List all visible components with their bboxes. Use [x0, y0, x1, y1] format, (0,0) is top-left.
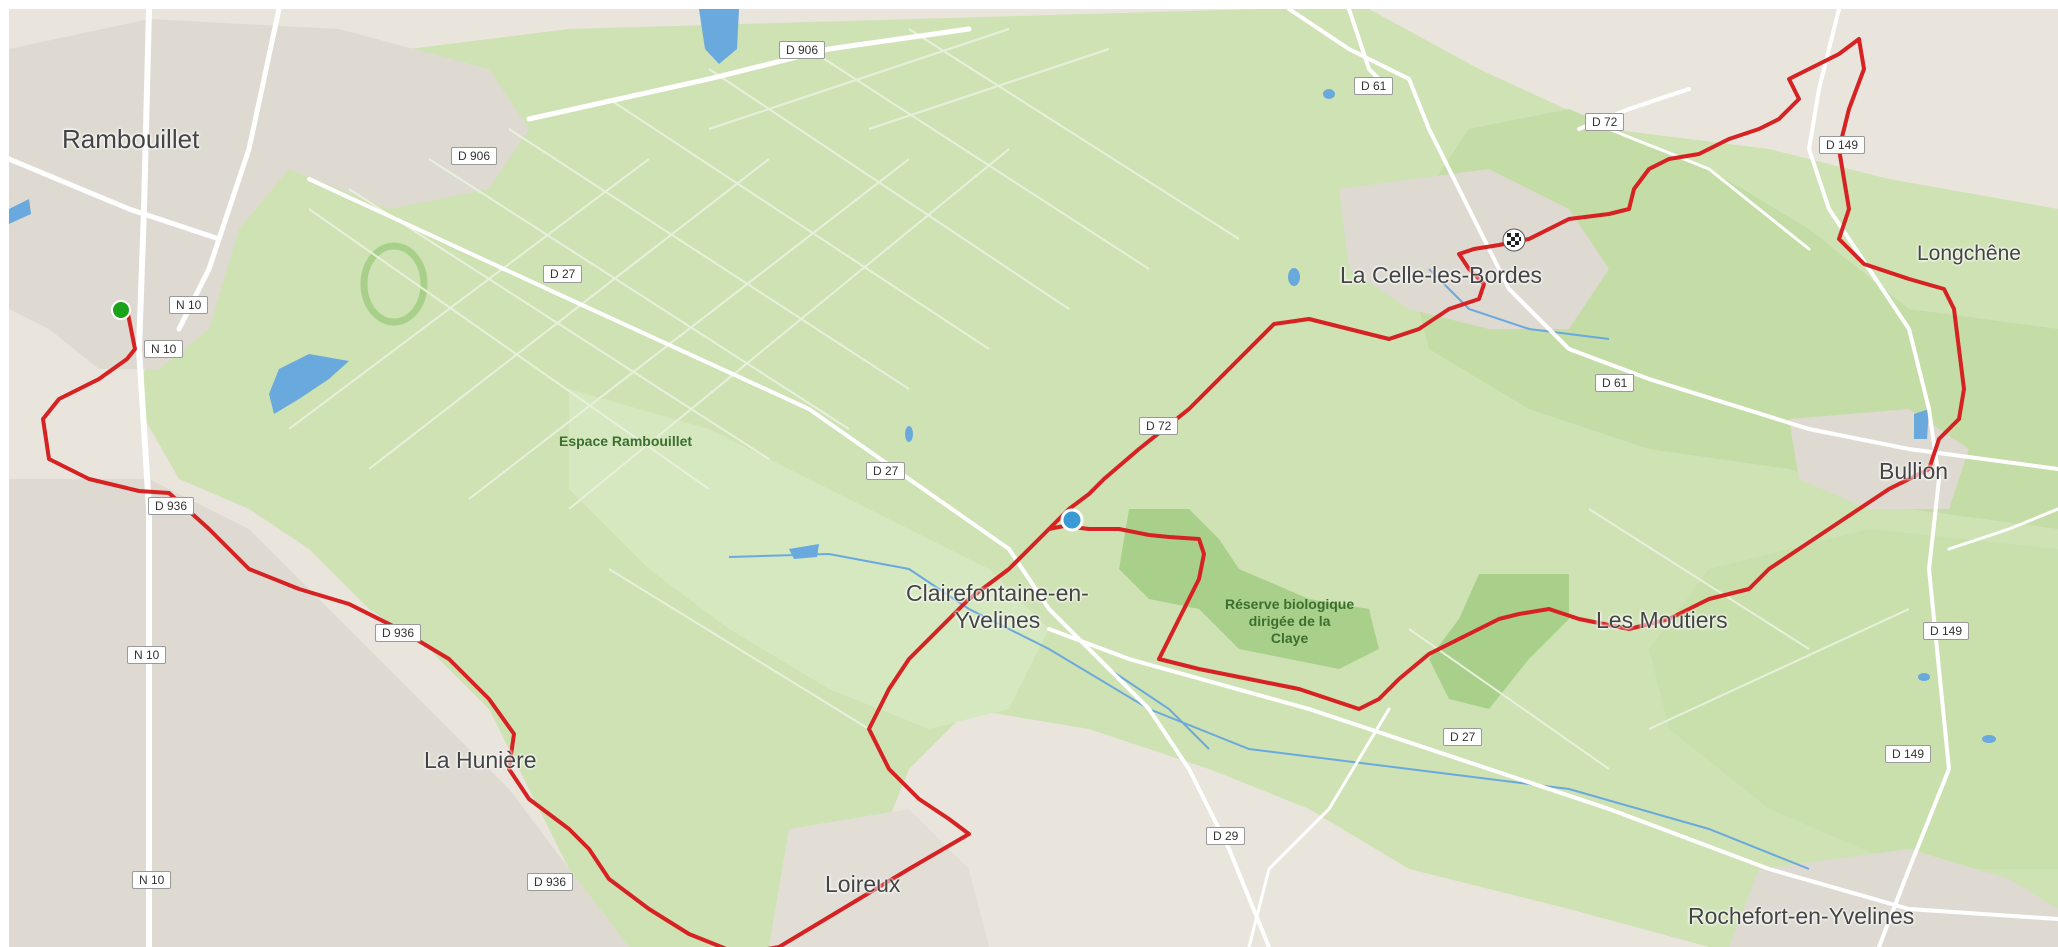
road-shield: D 906	[451, 147, 498, 165]
road-shield: N 10	[127, 646, 167, 664]
map-canvas[interactable]	[9, 9, 2058, 947]
road-shield: D 149	[1885, 745, 1932, 763]
forest-trails	[288, 28, 1910, 770]
place-label-la-celle-les-bordes: La Celle-les-Bordes	[1340, 262, 1542, 288]
start-marker[interactable]	[110, 299, 132, 321]
place-label-rambouillet: Rambouillet	[62, 124, 200, 154]
road-shield: D 27	[543, 265, 583, 283]
road-shield: D 61	[1354, 77, 1394, 95]
road-shield: N 10	[144, 340, 184, 358]
place-label-clairefontaine: Clairefontaine-en- Yvelines	[906, 580, 1089, 633]
road-shield: D 149	[1923, 622, 1970, 640]
finish-flag-icon[interactable]	[1501, 227, 1527, 253]
road-shield: D 906	[779, 41, 826, 59]
reserve-area	[1429, 574, 1569, 709]
area-label-reserve-biologique: Réserve biologique dirigée de la Claye	[1225, 596, 1355, 646]
road-shield: D 72	[1139, 417, 1179, 435]
road-shield: D 29	[1206, 827, 1246, 845]
route-line	[41, 37, 1966, 947]
place-label-rochefort-en-yvelines: Rochefort-en-Yvelines	[1688, 903, 1915, 929]
place-label-loireux: Loireux	[825, 871, 901, 897]
urban-area	[769, 809, 989, 947]
place-label-longchene: Longchêne	[1917, 242, 2021, 265]
place-label-bullion: Bullion	[1879, 458, 1949, 484]
road-shield: D 936	[148, 497, 195, 515]
road-shield: D 149	[1819, 136, 1866, 154]
road-shield: D 61	[1595, 374, 1635, 392]
racecourse-shape	[360, 242, 428, 326]
road-shield: D 27	[1443, 728, 1483, 746]
place-label-la-huniere: La Hunière	[424, 747, 537, 773]
road-shield: D 936	[375, 624, 422, 642]
water-bodies	[9, 9, 1996, 743]
map-view[interactable]: Rambouillet La Celle-les-Bordes Longchên…	[9, 9, 2058, 947]
road-shield: D 72	[1585, 113, 1625, 131]
reserve-area	[1119, 509, 1379, 669]
urban-area	[9, 479, 629, 947]
road-shield: D 27	[866, 462, 906, 480]
forest-area	[1649, 529, 2058, 869]
area-label-espace-rambouillet: Espace Rambouillet	[559, 433, 693, 449]
road-shield: N 10	[169, 296, 209, 314]
place-label-les-moutiers: Les Moutiers	[1596, 607, 1728, 633]
road-shield: N 10	[132, 871, 172, 889]
urban-area	[1729, 849, 2058, 947]
road-shield: D 936	[527, 873, 574, 891]
waypoint-marker[interactable]	[1059, 507, 1085, 533]
